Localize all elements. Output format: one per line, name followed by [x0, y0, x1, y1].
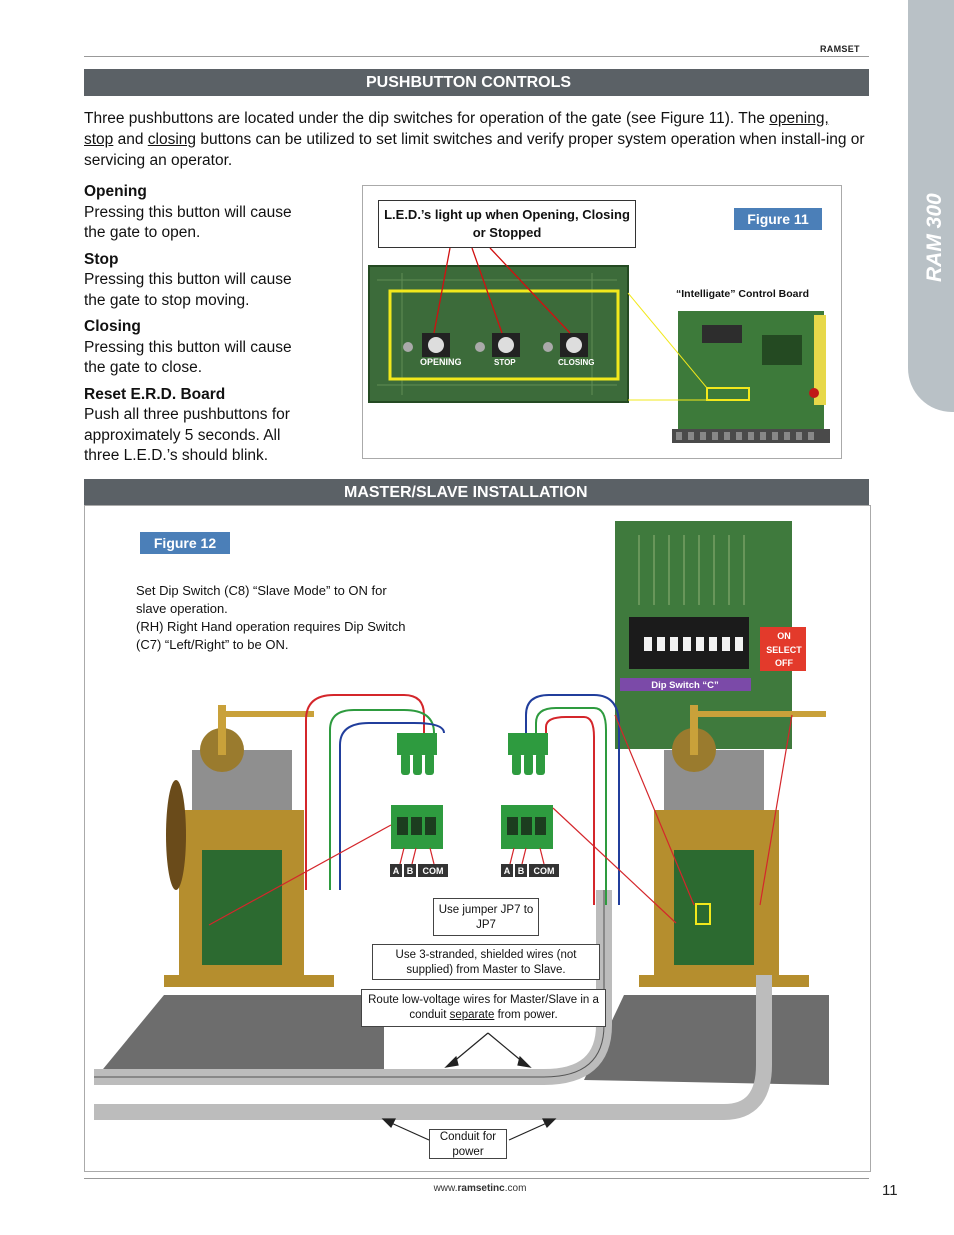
svg-text:B: B — [407, 866, 414, 876]
svg-text:ON: ON — [777, 631, 791, 641]
operator-master — [164, 705, 334, 987]
link-closing: closing — [147, 131, 197, 148]
dip-switch-note: Set Dip Switch (C8) “Slave Mode” to ON f… — [136, 583, 406, 652]
highlight-frame — [388, 289, 620, 381]
footer-rule — [84, 1178, 869, 1179]
terminal-right — [501, 733, 553, 849]
item-heading: Opening — [84, 183, 147, 200]
control-board — [678, 311, 824, 437]
item-text: Pressing this button will cause the gate… — [84, 271, 292, 309]
item-text: Pressing this button will cause the gate… — [84, 338, 292, 377]
side-tab — [908, 0, 954, 412]
pushbutton-opening — [422, 333, 450, 357]
terminal-labels-left: A B COM — [390, 864, 448, 877]
intro-paragraph: Three pushbuttons are located under the … — [84, 110, 865, 169]
pushbutton-closing — [560, 333, 588, 357]
led-callout: L.E.D.’s light up when Opening, Closing … — [378, 200, 636, 248]
figure-11-badge: Figure 11 — [734, 208, 822, 230]
item-heading: Closing — [84, 318, 141, 335]
section-header-masterslave: MASTER/SLAVE INSTALLATION — [84, 479, 869, 506]
svg-text:B: B — [518, 866, 525, 876]
dip-caption: Dip Switch “C” — [651, 680, 719, 691]
brand-name: RAMSET — [820, 44, 860, 54]
item-heading: Reset E.R.D. Board — [84, 385, 226, 403]
section-title: MASTER/SLAVE INSTALLATION — [344, 484, 588, 501]
svg-text:A: A — [393, 866, 400, 876]
figure-12-art: Dip Switch “C” ON SELECT OFF — [94, 521, 829, 1141]
item-heading: Stop — [84, 250, 119, 268]
link-stop: stop — [84, 131, 114, 148]
section-title: PUSHBUTTON CONTROLS — [366, 74, 572, 91]
page-number: 11 — [882, 1182, 898, 1199]
link-opening: opening, — [769, 110, 829, 127]
board-caption: “Intelligate” Control Board — [676, 288, 810, 300]
operator-slave — [639, 705, 826, 987]
figure-11-art: OPENING STOP CLOSING — [368, 247, 830, 443]
svg-text:SELECT: SELECT — [766, 645, 802, 655]
terminal-left — [391, 733, 443, 849]
item-text: Push all three pushbuttons for approxima… — [84, 406, 290, 464]
on-off-select — [760, 627, 806, 671]
label-closing: CLOSING — [558, 358, 594, 367]
svg-text:COM: COM — [534, 866, 555, 876]
left-pad — [94, 995, 384, 1085]
figure-12-badge: Figure 12 — [140, 532, 230, 554]
dip-caption-bar — [620, 678, 751, 691]
right-pad — [584, 995, 829, 1085]
website: www.ramsetinc.com — [433, 1183, 527, 1194]
power-conduit — [94, 975, 772, 1120]
svg-text:A: A — [504, 866, 511, 876]
label-opening: OPENING — [420, 357, 462, 367]
section-header-pushbutton: PUSHBUTTON CONTROLS — [84, 69, 869, 96]
callout-conduit: Conduit for power — [429, 1129, 507, 1159]
callout-wires: Use 3-stranded, shielded wires (not supp… — [372, 944, 600, 980]
pushbutton-stop — [492, 333, 520, 357]
svg-text:COM: COM — [423, 866, 444, 876]
svg-text:OFF: OFF — [775, 658, 793, 668]
label-stop: STOP — [494, 358, 516, 367]
side-tab-label: RAM 300 — [923, 193, 946, 282]
callout-route: Route low-voltage wires for Master/Slave… — [361, 989, 606, 1027]
header-rule — [84, 56, 869, 57]
callout-jumper: Use jumper JP7 to JP7 — [433, 898, 539, 936]
button-descriptions: Opening Pressing this button will cause … — [84, 182, 314, 467]
terminal-labels-right: A B COM — [501, 864, 559, 877]
item-text: Pressing this button will cause the gate… — [84, 203, 292, 242]
